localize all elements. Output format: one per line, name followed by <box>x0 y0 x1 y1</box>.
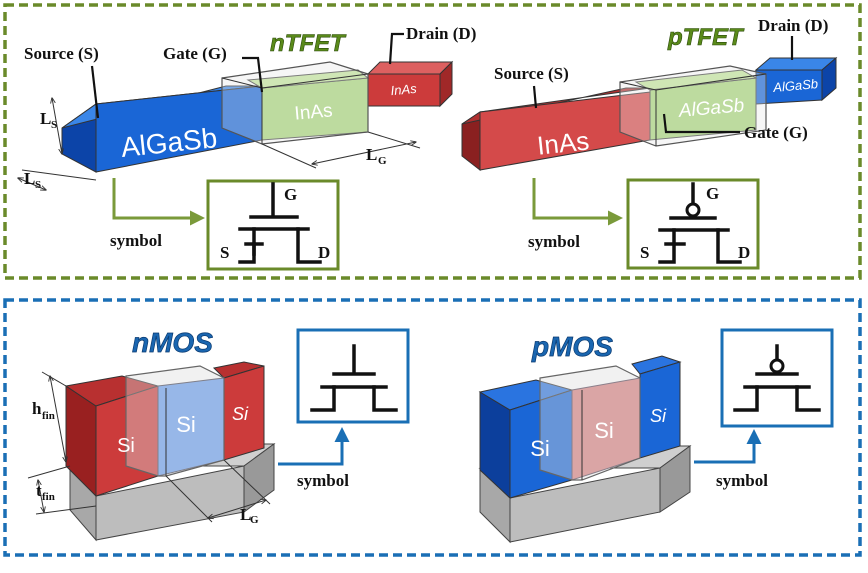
svg-text:fin: fin <box>42 491 55 503</box>
ntfet-source-label: Source (S) <box>24 44 99 63</box>
ntfet-symbol-arrow <box>112 178 205 226</box>
nmos-substrate-right <box>243 443 275 513</box>
nmos-symbol-arrow <box>278 427 350 466</box>
ptfet-device: InAs AlGaSb AlGaSb <box>461 56 838 172</box>
svg-text:G: G <box>378 155 387 167</box>
ptfet-symbol: G S D <box>626 178 760 270</box>
nmos-dimensions: h fin t fin L G <box>27 371 271 526</box>
pmos-device: Si Si Si <box>478 355 692 544</box>
svg-text:h: h <box>32 399 42 418</box>
ntfet-sym-s: S <box>220 243 229 262</box>
ntfet-gate-leader <box>242 56 264 93</box>
pmos-title: pMOS <box>531 331 613 362</box>
ptfet-sym-g: G <box>706 184 719 203</box>
ptfet-drain-label: Drain (D) <box>758 16 828 35</box>
svg-text:S: S <box>35 179 41 191</box>
ntfet-sym-d: D <box>318 243 330 262</box>
ntfet-symbol-label: symbol <box>110 231 162 250</box>
pmos-right-material: Si <box>650 406 667 426</box>
ptfet-title: pTFET <box>667 24 745 51</box>
nmos-device: Si Si Si <box>64 361 276 542</box>
mos-panel-frame <box>3 298 862 557</box>
ntfet-gate-label: Gate (G) <box>163 44 227 63</box>
ptfet-symbol-arrow <box>532 178 623 226</box>
ptfet-sym-s: S <box>640 243 649 262</box>
ntfet-drain-top <box>366 61 454 75</box>
nmos-symbol-label: symbol <box>297 471 349 490</box>
ntfet-drain-leader <box>388 32 404 65</box>
nmos-symbol <box>296 328 410 424</box>
ptfet-source-leader <box>532 85 538 109</box>
svg-text:S: S <box>51 119 57 131</box>
pmos-symbol-arrow <box>694 429 762 464</box>
ptfet-symbol-label: symbol <box>528 232 580 251</box>
svg-text:L: L <box>240 505 251 524</box>
ntfet-dimensions: L S L S L G <box>18 98 421 191</box>
svg-text:L: L <box>24 169 35 188</box>
ntfet-sym-g: G <box>284 185 297 204</box>
ntfet-symbol: G S D <box>206 179 340 271</box>
svg-text:fin: fin <box>42 410 55 422</box>
ptfet-gate-label: Gate (G) <box>744 123 808 142</box>
svg-text:t: t <box>36 481 42 500</box>
nmos-gate-box <box>125 365 225 477</box>
ptfet-source-material: InAs <box>536 125 591 160</box>
svg-text:G: G <box>250 514 259 526</box>
pmos-gate-box <box>539 365 641 481</box>
pmos-symbol-label: symbol <box>716 471 768 490</box>
pmos-symbol <box>720 328 834 428</box>
ntfet-source-leader <box>90 65 100 119</box>
svg-text:L: L <box>366 145 377 164</box>
ntfet-drain-material: InAs <box>390 81 418 98</box>
ptfet-drain-material: AlGaSb <box>772 76 819 95</box>
ntfet-channel-material: InAs <box>294 100 334 124</box>
nmos-right-material: Si <box>232 404 249 424</box>
ptfet-drain-side <box>821 56 837 102</box>
tfet-panel-frame <box>3 3 862 280</box>
ntfet-device: AlGaSb InAs InAs <box>61 60 454 173</box>
pmos-left-material: Si <box>530 436 550 461</box>
ptfet-sym-d: D <box>738 243 750 262</box>
ptfet-gate-leader <box>662 113 740 134</box>
nmos-center-material: Si <box>176 412 196 437</box>
pmos-substrate-right <box>659 445 691 513</box>
pmos-center-material: Si <box>594 418 614 443</box>
ntfet-title: nTFET <box>270 30 347 57</box>
nmos-title: nMOS <box>132 327 213 358</box>
ntfet-drain-side <box>439 60 453 108</box>
ntfet-drain-label: Drain (D) <box>406 24 476 43</box>
nmos-left-material: Si <box>117 435 135 457</box>
svg-text:L: L <box>40 109 51 128</box>
ptfet-source-label: Source (S) <box>494 64 569 83</box>
